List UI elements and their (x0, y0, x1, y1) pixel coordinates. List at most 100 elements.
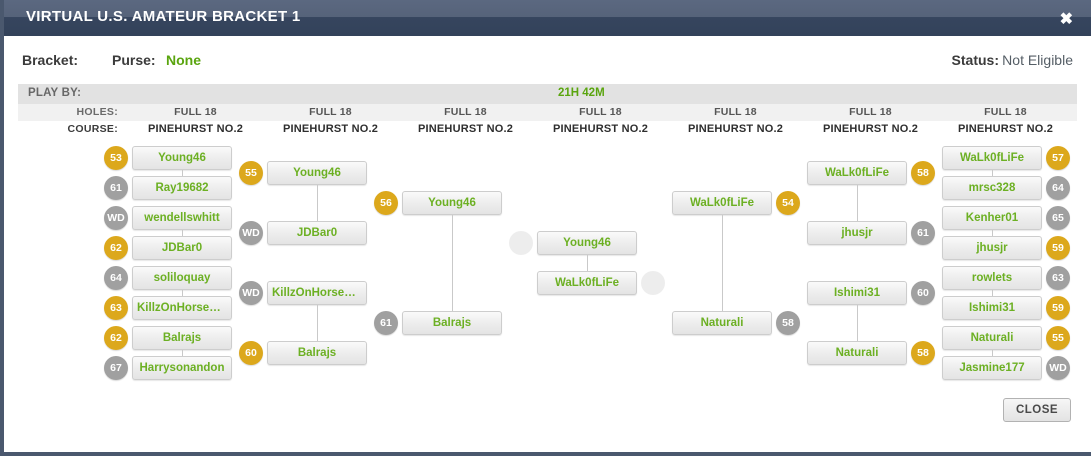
bracket-node[interactable]: WaLk0fLiFe (537, 271, 637, 295)
bracket-node[interactable]: Young46 (537, 231, 637, 255)
player-name: KillzOnHorseba... (137, 302, 231, 314)
bracket-node[interactable]: jhusjr (942, 236, 1042, 260)
score-badge: 64 (104, 266, 128, 290)
score-badge: 62 (104, 326, 128, 350)
bracket-node[interactable]: Naturali (942, 326, 1042, 350)
player-name: wendellswhitt (144, 212, 220, 224)
bracket-node[interactable]: Balrajs (402, 311, 502, 335)
bracket-node[interactable]: rowlets (942, 266, 1042, 290)
score-badge: 59 (1046, 296, 1070, 320)
bracket-connector (182, 290, 183, 296)
bracket-node[interactable]: JDBar0 (267, 221, 367, 245)
bracket-connector (857, 185, 858, 221)
player-name: WaLk0fLiFe (959, 152, 1025, 164)
course-cell-3: PINEHURST NO.2 (552, 123, 649, 135)
score-badge: 62 (104, 236, 128, 260)
holes-cell-4: FULL 18 (714, 106, 757, 118)
player-name: WaLk0fLiFe (824, 167, 890, 179)
bracket-node[interactable]: Kenher01 (942, 206, 1042, 230)
bracket-node[interactable]: Young46 (267, 161, 367, 185)
holes-cell-0: FULL 18 (174, 106, 217, 118)
holes-cell-3: FULL 18 (579, 106, 622, 118)
bracket-node[interactable]: Naturali (807, 341, 907, 365)
score-badge: 56 (374, 191, 398, 215)
player-name: Kenher01 (965, 212, 1019, 224)
player-name: mrsc328 (968, 182, 1016, 194)
bracket-node[interactable]: WaLk0fLiFe (942, 146, 1042, 170)
purse-value: None (166, 52, 201, 68)
bracket-node[interactable]: jhusjr (807, 221, 907, 245)
bracket-node[interactable]: KillzOnHorseba... (132, 296, 232, 320)
course-cell-0: PINEHURST NO.2 (147, 123, 244, 135)
player-name: Ray19682 (155, 182, 209, 194)
player-name: WaLk0fLiFe (689, 197, 755, 209)
bracket-node[interactable]: Balrajs (267, 341, 367, 365)
bracket-connector (992, 230, 993, 236)
player-name: WaLk0fLiFe (554, 277, 620, 289)
holes-cell-5: FULL 18 (849, 106, 892, 118)
player-name: Ishimi31 (968, 302, 1016, 314)
player-name: jhusjr (976, 242, 1008, 254)
player-name: jhusjr (841, 227, 873, 239)
bracket-node[interactable]: Ishimi31 (942, 296, 1042, 320)
status-label: Status: (951, 52, 999, 68)
course-cell-2: PINEHURST NO.2 (417, 123, 514, 135)
player-name: soliloquay (153, 272, 211, 284)
bracket-connector (452, 215, 453, 311)
close-x-icon[interactable]: ✖ (1059, 11, 1073, 28)
bracket-node[interactable]: Ishimi31 (807, 281, 907, 305)
score-badge: 60 (911, 281, 935, 305)
bracket-node[interactable]: mrsc328 (942, 176, 1042, 200)
course-row: COURSE: PINEHURST NO.2 PINEHURST NO.2 PINE… (18, 121, 1077, 138)
player-name: Jasmine177 (959, 362, 1025, 374)
dialog-title: VIRTUAL U.S. AMATEUR BRACKET 1 (26, 8, 301, 25)
score-badge: 61 (911, 221, 935, 245)
player-name: Young46 (293, 167, 341, 179)
bracket-connector (317, 185, 318, 221)
score-badge: 53 (104, 146, 128, 170)
score-badge: 65 (1046, 206, 1070, 230)
bracket-node[interactable]: Young46 (132, 146, 232, 170)
bracket-connector (992, 170, 993, 176)
bracket-node[interactable]: soliloquay (132, 266, 232, 290)
bracket-connector (317, 305, 318, 341)
bracket-node[interactable]: Ray19682 (132, 176, 232, 200)
bracket-node[interactable]: Jasmine177 (942, 356, 1042, 380)
score-badge: 58 (911, 341, 935, 365)
player-name: Young46 (563, 237, 611, 249)
bracket-node[interactable]: KillzOnHorseba... (267, 281, 367, 305)
play-by-label: PLAY BY: (28, 87, 82, 99)
score-badge: WD (239, 281, 263, 305)
bracket-node[interactable]: WaLk0fLiFe (807, 161, 907, 185)
bracket-connector (587, 255, 588, 271)
bracket-node[interactable]: Naturali (672, 311, 772, 335)
player-name: Balrajs (432, 317, 472, 329)
score-badge: 54 (776, 191, 800, 215)
status-value: Not Eligible (1002, 52, 1073, 68)
course-label: COURSE: (67, 123, 118, 135)
bracket-node[interactable]: Harrysonandon (132, 356, 232, 380)
score-badge: WD (239, 221, 263, 245)
purse-label: Purse: (112, 52, 156, 68)
bracket-node[interactable]: Young46 (402, 191, 502, 215)
bracket-node[interactable]: Balrajs (132, 326, 232, 350)
score-badge: 59 (1046, 236, 1070, 260)
bracket-node[interactable]: WaLk0fLiFe (672, 191, 772, 215)
player-name: Naturali (700, 317, 744, 329)
bracket-connector (722, 215, 723, 311)
close-button[interactable]: CLOSE (1003, 398, 1071, 422)
player-name: JDBar0 (296, 227, 338, 239)
score-badge: 60 (239, 341, 263, 365)
play-by-bar: PLAY BY: 21H 42M (18, 84, 1077, 104)
bracket-node[interactable]: JDBar0 (132, 236, 232, 260)
bracket-node[interactable]: wendellswhitt (132, 206, 232, 230)
score-badge: 58 (911, 161, 935, 185)
course-cell-4: PINEHURST NO.2 (687, 123, 784, 135)
score-badge: 55 (239, 161, 263, 185)
score-badge: 64 (1046, 176, 1070, 200)
dialog-titlebar: VIRTUAL U.S. AMATEUR BRACKET 1 ✖ (4, 0, 1091, 36)
bracket-label: Bracket: (22, 52, 79, 68)
